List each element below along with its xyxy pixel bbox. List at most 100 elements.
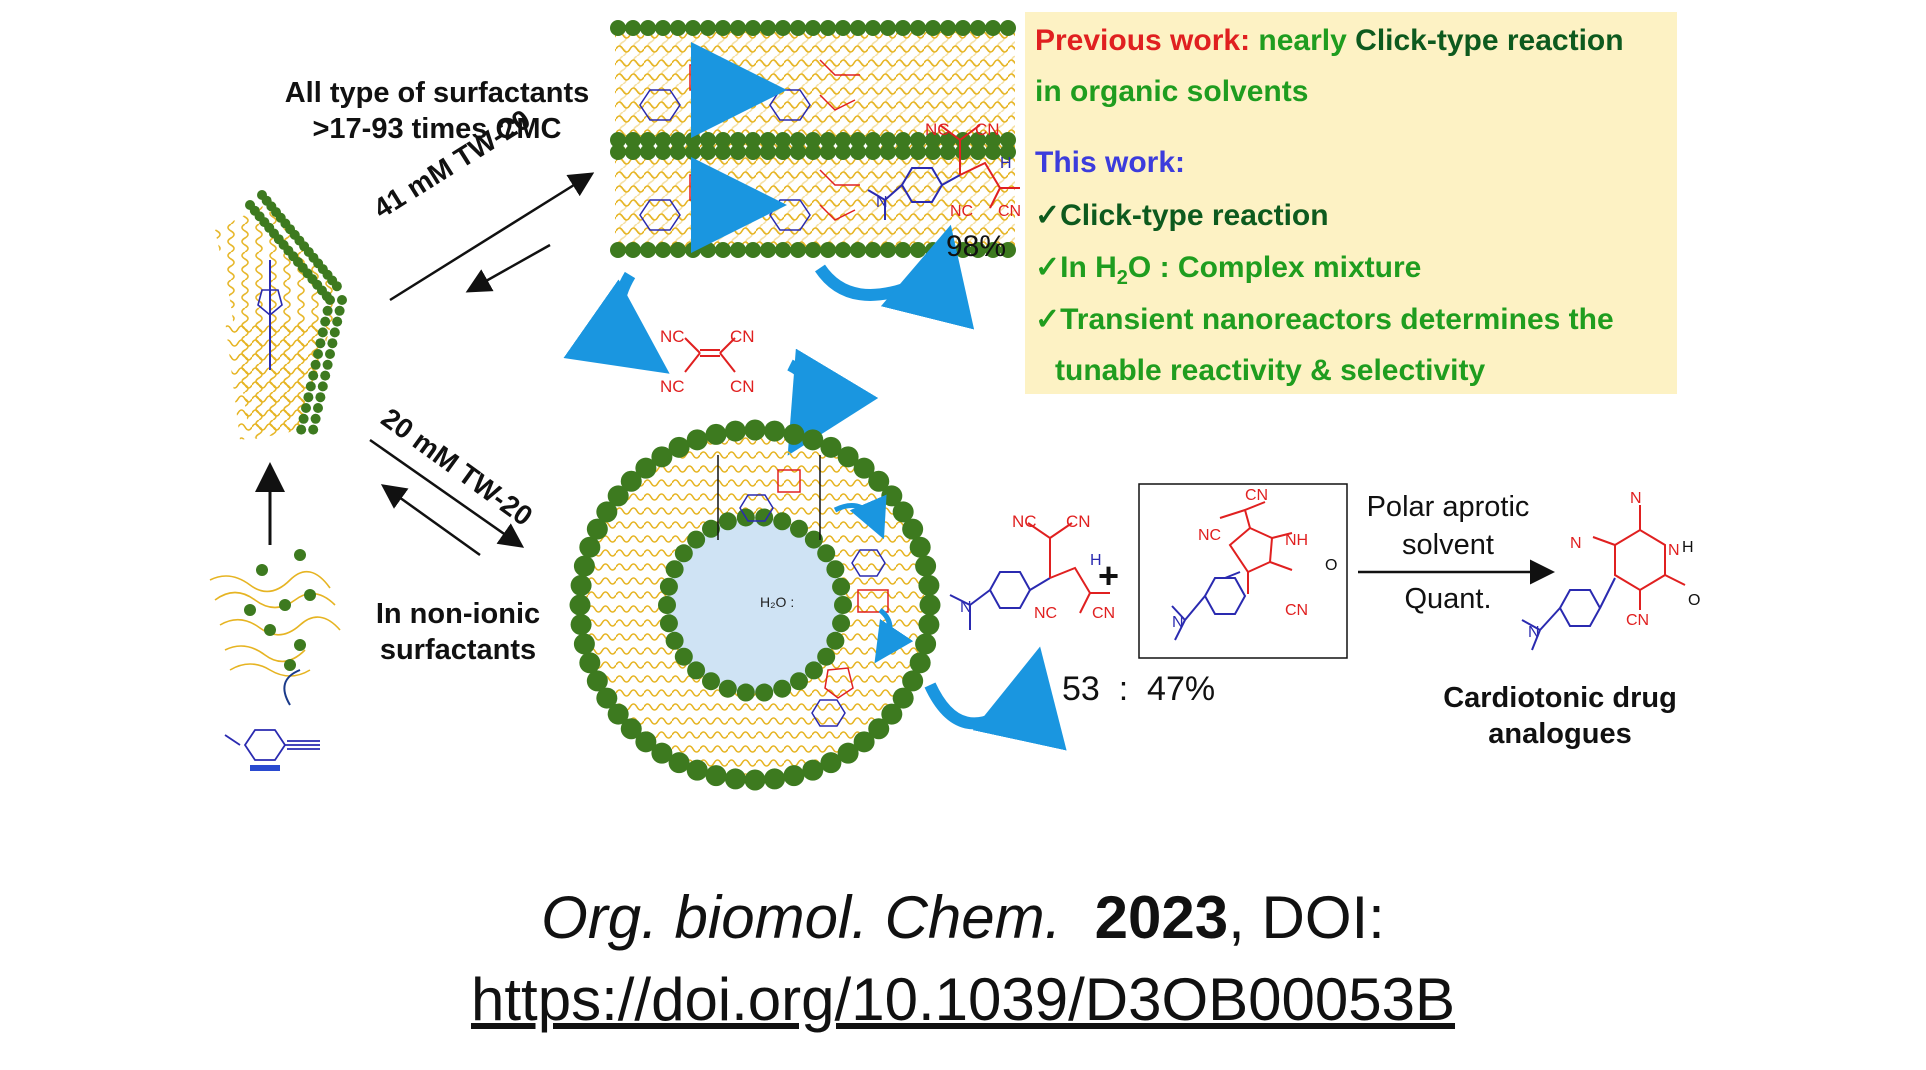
surfactant-head	[718, 512, 737, 531]
prev-text3: in organic solvents	[1035, 75, 1309, 108]
surfactant-head	[724, 420, 746, 442]
surfactant-head	[705, 765, 727, 787]
surfactant-head	[850, 132, 866, 148]
check-nanoreactors: ✓Transient nanoreactors determines the	[1035, 303, 1614, 336]
surfactant-head	[310, 413, 321, 424]
bilayer-sheet	[215, 190, 347, 440]
pyridone-n-top: N	[1630, 490, 1642, 507]
surfactant-head	[317, 381, 328, 392]
surfactant-head	[308, 370, 319, 381]
surfactant-head	[820, 242, 836, 258]
doi-link[interactable]: https://doi.org/10.1039/D3OB00053B	[470, 966, 1456, 1033]
surfactant-head	[909, 536, 931, 558]
doi-label: , DOI:	[1228, 884, 1385, 951]
surfactant-head	[674, 647, 693, 666]
surfactant-head	[670, 20, 686, 36]
surfactant-head	[918, 574, 940, 596]
product-top-n: N	[876, 194, 888, 211]
conditions-line1: Polar aprotic	[1366, 491, 1530, 523]
surfactant-head	[596, 501, 618, 523]
surfactant-head	[783, 765, 805, 787]
surfactant-head	[925, 20, 941, 36]
surfactant-head	[298, 413, 309, 424]
surfactant-head	[670, 242, 686, 258]
surfactant-head	[918, 614, 940, 636]
surfactant-head	[820, 132, 836, 148]
surfactant-head	[658, 596, 676, 614]
pyridone-n-left: N	[1570, 535, 1582, 552]
surfactant-head	[570, 614, 592, 636]
surfactant-head	[607, 703, 629, 725]
ratio-label: 53 : 47%	[1062, 670, 1216, 708]
surfactant-head	[744, 419, 766, 441]
product-bottom-1: N NC CN H NC CN	[949, 512, 1115, 630]
blue-arrow-product-bottom	[924, 646, 1067, 751]
surfactant-head	[880, 20, 896, 36]
surfactant-head	[730, 20, 746, 36]
tcne-cn2: CN	[730, 377, 755, 396]
surfactant-head	[985, 144, 1001, 160]
check-click-type: ✓Click-type reaction	[1035, 199, 1329, 232]
surfactant-head	[744, 769, 766, 791]
product-bottom-nc2: NC	[1034, 605, 1057, 622]
surfactant-head	[940, 132, 956, 148]
surfactant-head	[760, 144, 776, 160]
surfactant-head	[910, 242, 926, 258]
aqueous-core	[667, 517, 843, 693]
pyrrolone-cn-bottom: CN	[1285, 602, 1308, 619]
surfactant-head	[820, 144, 836, 160]
surfactant-head	[853, 457, 875, 479]
surfactant-head	[596, 687, 618, 709]
surfactant-head	[881, 485, 903, 507]
surfactant-head	[655, 242, 671, 258]
lamellar-nanoreactor	[610, 20, 1016, 258]
surfactant-head	[620, 470, 642, 492]
surfactant-head	[640, 242, 656, 258]
tcne-cn1: CN	[730, 327, 755, 346]
surfactant-head	[665, 560, 684, 579]
surfactant-head	[895, 144, 911, 160]
surfactant-head	[610, 132, 626, 148]
surfactant-head	[832, 614, 851, 633]
surfactant-head	[881, 703, 903, 725]
surfactant-head	[790, 242, 806, 258]
surfactant-head	[817, 647, 836, 666]
surfactant-head	[715, 242, 731, 258]
surfactant-head	[764, 420, 786, 442]
surfactant-head	[775, 144, 791, 160]
plus-sign: +	[1098, 555, 1120, 596]
small-micelle	[209, 549, 341, 677]
surfactant-head	[985, 132, 1001, 148]
surfactant-head	[755, 683, 774, 702]
surfactant-head	[685, 144, 701, 160]
citation-line: Org. biomol. Chem. 2023, DOI:	[0, 883, 1926, 952]
surfactant-head	[910, 20, 926, 36]
surfactant-head	[880, 144, 896, 160]
surfactant-head	[700, 144, 716, 160]
surfactant-head	[655, 144, 671, 160]
vesicle-nanoreactor: H₂O :	[569, 419, 941, 791]
pyridone-o: O	[1688, 592, 1700, 609]
prev-text1: nearly	[1258, 24, 1347, 57]
surfactant-head	[915, 555, 937, 577]
surfactant-head	[804, 530, 823, 549]
surfactant-head	[832, 577, 851, 596]
surfactant-head	[315, 338, 326, 349]
blue-arrow-left	[563, 271, 670, 374]
conditions-line3: Quant.	[1404, 583, 1492, 615]
pyridone-cn: CN	[1626, 612, 1649, 629]
surfactant-head	[331, 281, 342, 292]
surfactant-head	[895, 242, 911, 258]
surfactant-head	[775, 20, 791, 36]
prev-label: Previous work:	[1035, 24, 1251, 57]
surfactant-head	[640, 144, 656, 160]
surfactant-head	[573, 555, 595, 577]
surfactant-head	[970, 144, 986, 160]
surfactant-head	[579, 652, 601, 674]
pyrrolone-n: N	[1172, 614, 1184, 631]
surfactant-head	[296, 424, 307, 435]
surfactant-head	[853, 731, 875, 753]
surfactant-head	[925, 132, 941, 148]
surfactant-head	[718, 679, 737, 698]
prev-text2: Click-type reaction	[1355, 24, 1624, 57]
